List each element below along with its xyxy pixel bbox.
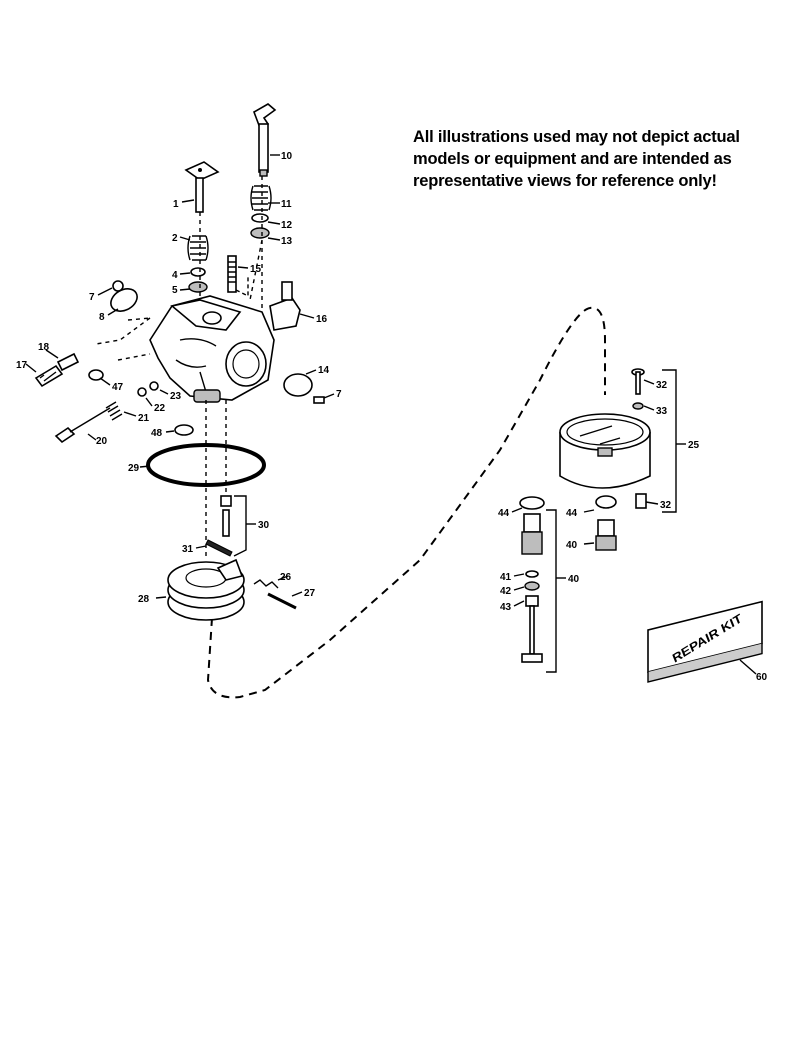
part-main-jet-nut — [521, 513, 543, 555]
part-bowl-gasket — [146, 443, 266, 487]
part-idle-screw — [34, 352, 80, 388]
callout-12: 12 — [281, 220, 293, 231]
repair-kit-part-number: 60 — [756, 672, 768, 683]
repair-kit-card: REPAIR KIT — [647, 600, 763, 683]
callout-13: 13 — [281, 236, 293, 247]
callout-10: 10 — [281, 151, 293, 162]
callout-8: 8 — [99, 312, 105, 323]
part-washer-44a — [519, 496, 545, 510]
callout-5: 5 — [172, 285, 178, 296]
callout-40a: 40 — [568, 574, 580, 585]
part-washer-4 — [190, 267, 206, 277]
part-bowl-nut — [631, 368, 645, 395]
callout-7a: 7 — [89, 292, 95, 303]
part-washer-23 — [149, 381, 159, 391]
callout-32a: 32 — [656, 380, 668, 391]
callout-18: 18 — [38, 342, 50, 353]
assembly-dashed-connector — [206, 306, 606, 699]
part-washer-22 — [137, 387, 147, 397]
callout-30: 30 — [258, 520, 270, 531]
callout-44b: 44 — [566, 508, 578, 519]
part-float-bowl — [559, 413, 651, 489]
part-washer-44b — [595, 495, 617, 509]
callout-48: 48 — [151, 428, 163, 439]
callout-23: 23 — [170, 391, 182, 402]
part-float — [167, 558, 245, 621]
callout-4: 4 — [172, 270, 178, 281]
part-screw-7b — [313, 396, 325, 404]
callout-25: 25 — [688, 440, 700, 451]
part-washer-33 — [632, 402, 644, 410]
part-choke-shaft — [184, 161, 220, 213]
callout-17: 17 — [16, 360, 28, 371]
part-screw-15 — [227, 255, 237, 293]
part-float-pin — [267, 592, 297, 610]
part-clip — [205, 539, 233, 557]
part-spring-11 — [250, 185, 272, 211]
part-choke-plate — [110, 288, 138, 312]
part-spring-2 — [187, 235, 209, 261]
callout-31: 31 — [182, 544, 194, 555]
part-washer-41 — [525, 570, 539, 578]
callout-29: 29 — [128, 463, 140, 474]
callout-22: 22 — [154, 403, 166, 414]
disclaimer-line-3: representative views for reference only! — [413, 172, 717, 190]
callout-14: 14 — [318, 365, 330, 376]
callout-27: 27 — [304, 588, 316, 599]
callout-1: 1 — [173, 199, 179, 210]
part-seal-42 — [524, 581, 540, 591]
part-fuel-inlet — [269, 281, 301, 331]
part-seal-5 — [188, 281, 208, 293]
callout-21: 21 — [138, 413, 150, 424]
disclaimer-line-1: All illustrations used may not depict ac… — [413, 128, 740, 146]
part-inlet-needle — [220, 495, 232, 537]
callout-28: 28 — [138, 594, 150, 605]
callout-44a: 44 — [498, 508, 510, 519]
part-bowl-screw — [635, 493, 647, 509]
part-carburetor-body — [149, 295, 275, 403]
part-bowl-nut-40b — [595, 519, 617, 551]
part-throttle-plate — [283, 373, 313, 397]
part-welch-plug — [88, 369, 104, 381]
callout-16: 16 — [316, 314, 328, 325]
callout-41: 41 — [500, 572, 512, 583]
callout-7b: 7 — [336, 389, 342, 400]
part-washer-12 — [251, 213, 269, 223]
part-float-spring — [253, 579, 279, 589]
callout-15: 15 — [250, 264, 262, 275]
part-main-needle — [54, 401, 123, 444]
disclaimer-note: All illustrations used may not depict ac… — [413, 126, 773, 192]
callout-20: 20 — [96, 436, 108, 447]
callout-labels: 10 11 12 13 1 2 4 5 7 8 15 16 18 17 47 2… — [16, 151, 700, 613]
callout-42: 42 — [500, 586, 512, 597]
part-screw-7 — [112, 280, 124, 292]
callout-33: 33 — [656, 406, 668, 417]
callout-43: 43 — [500, 602, 512, 613]
callout-2: 2 — [172, 233, 178, 244]
callout-40b: 40 — [566, 540, 578, 551]
callout-32b: 32 — [660, 500, 672, 511]
part-seal-48 — [174, 424, 194, 436]
callout-11: 11 — [281, 199, 292, 210]
part-seal-13 — [250, 227, 270, 239]
callout-26: 26 — [280, 572, 292, 583]
disclaimer-line-2: models or equipment and are intended as — [413, 150, 732, 168]
callout-47: 47 — [112, 382, 124, 393]
part-jet-needle — [521, 595, 543, 663]
part-throttle-shaft — [253, 103, 277, 177]
